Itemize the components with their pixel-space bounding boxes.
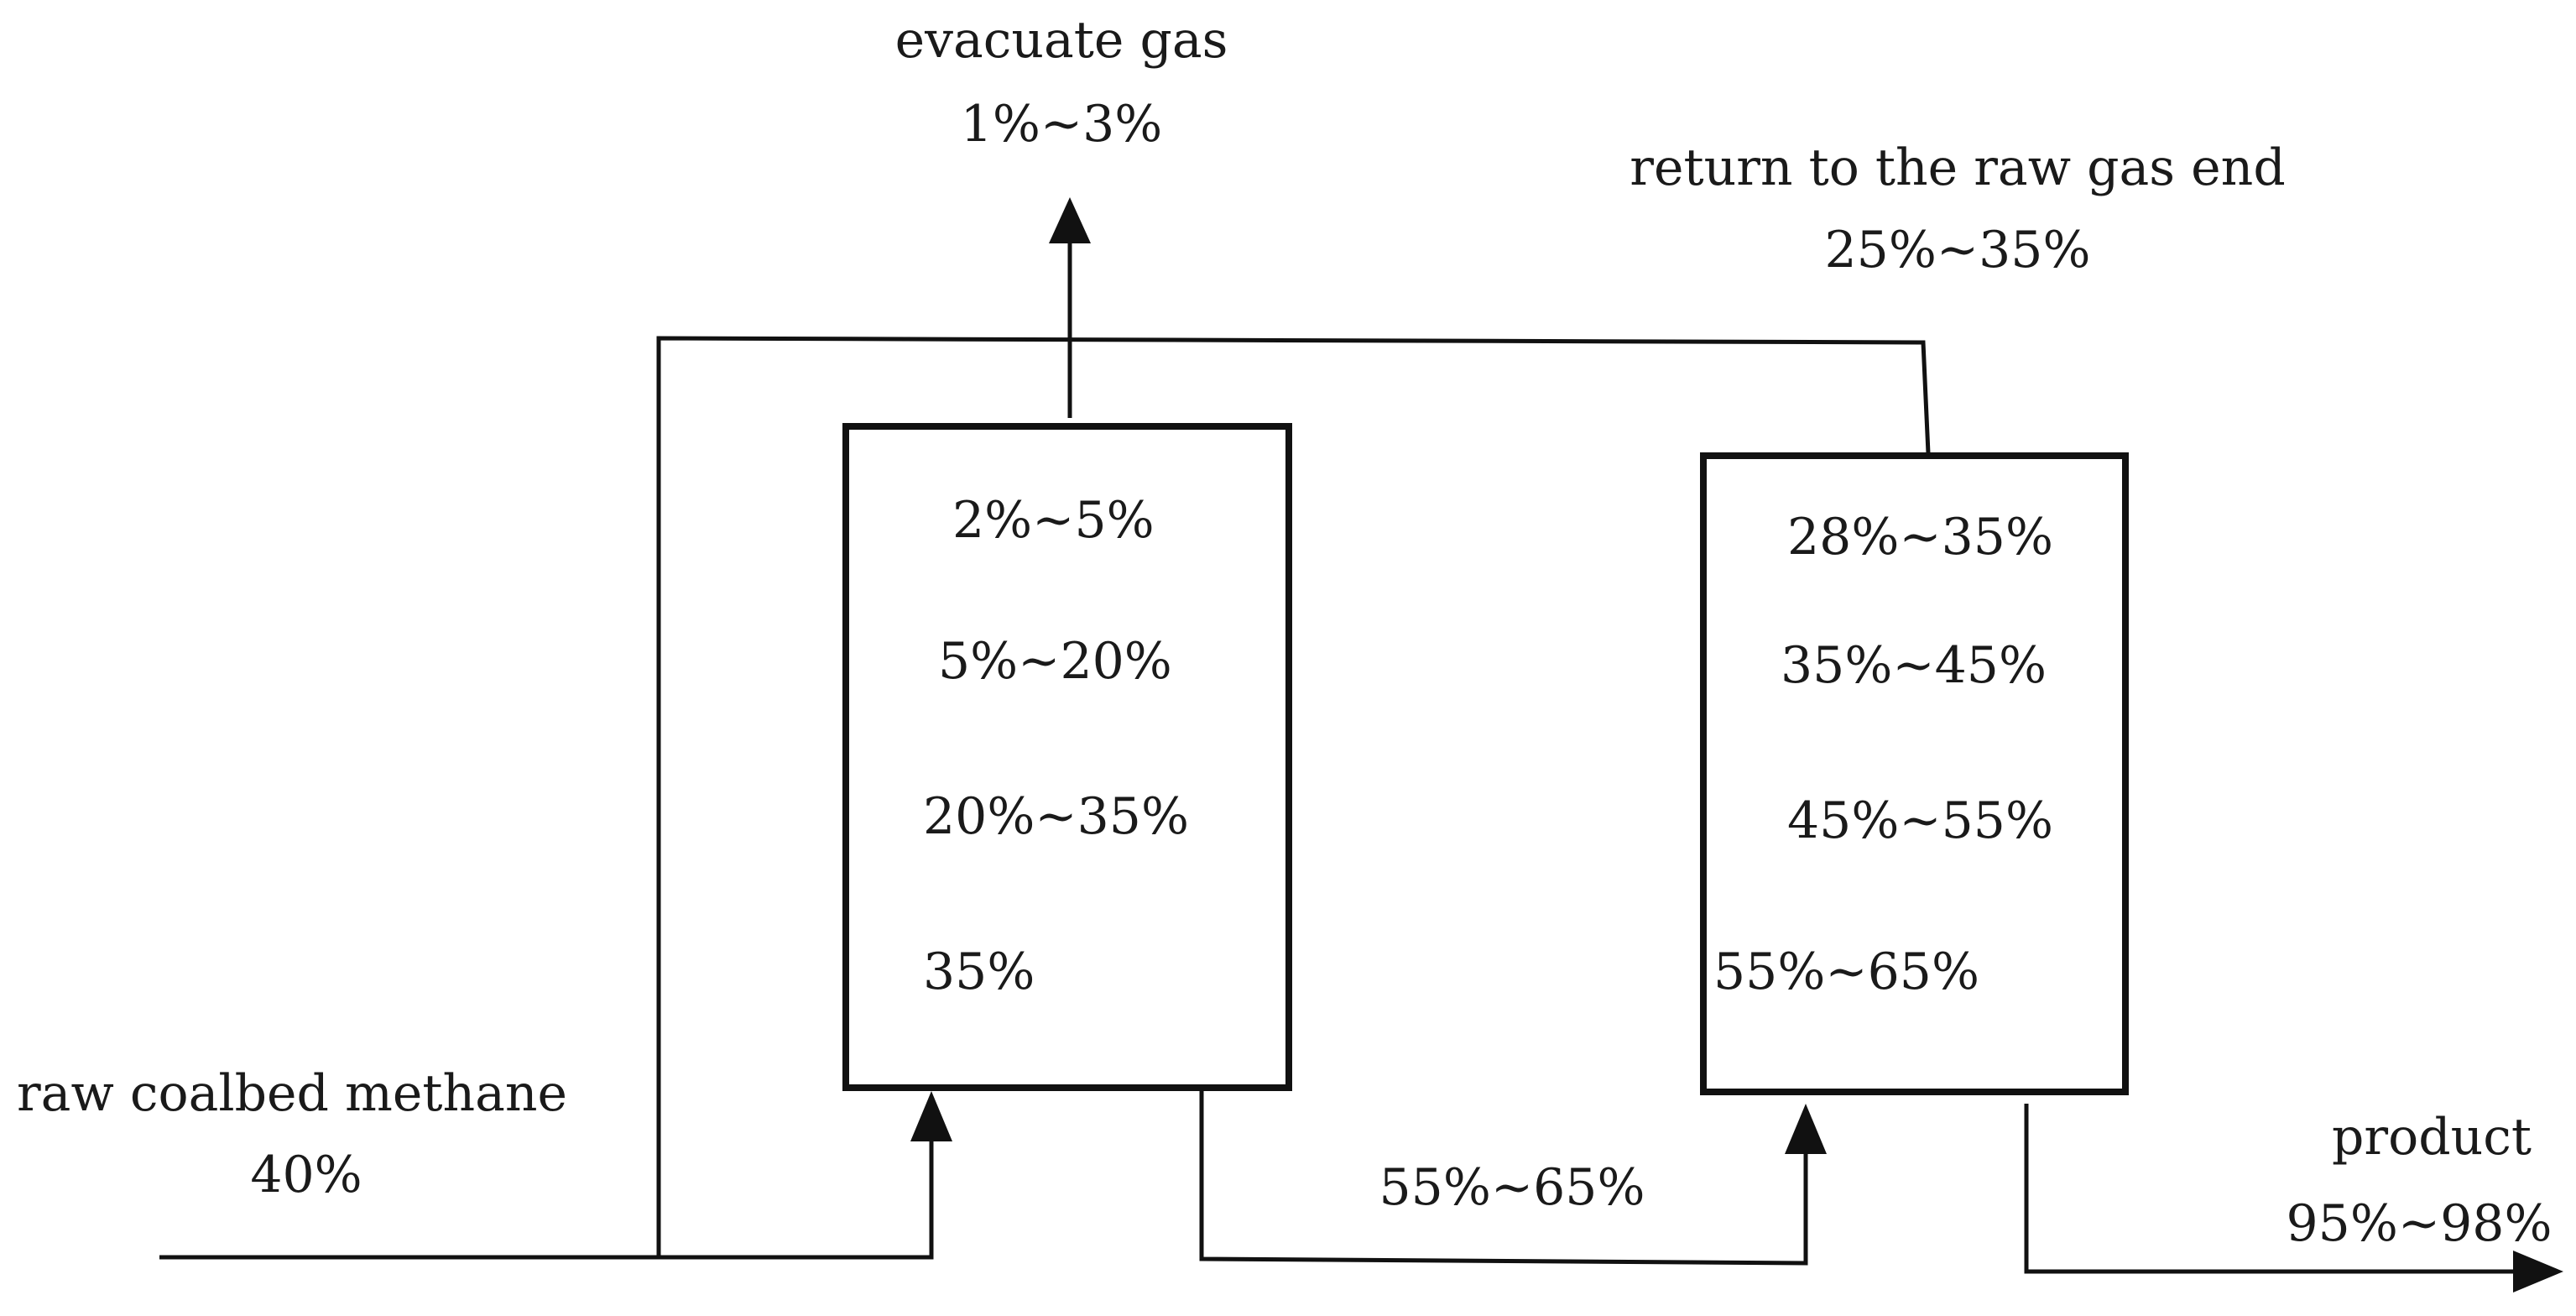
product-label: product	[2332, 1108, 2532, 1167]
column2-zone-3: 45%~55%	[1787, 791, 2053, 850]
feed-line	[159, 1141, 934, 1260]
product-line	[2024, 1104, 2517, 1274]
column2-zone-4: 55%~65%	[1713, 943, 1979, 1001]
feed-arrow-icon	[910, 1091, 952, 1141]
product-concentration: 95%~98%	[2287, 1194, 2553, 1253]
intermediate-concentration: 55%~65%	[1379, 1158, 1645, 1217]
column1-zone-4: 35%	[923, 943, 1035, 1001]
column1-zone-1: 2%~5%	[952, 491, 1155, 550]
evacuate-gas-concentration: 1%~3%	[961, 95, 1163, 154]
intermediate-arrow-icon	[1785, 1104, 1827, 1154]
column1-zone-3: 20%~35%	[923, 787, 1189, 846]
evacuate-arrow-icon	[1049, 197, 1091, 243]
intermediate-line	[1199, 1091, 1808, 1266]
adsorption-column-1	[842, 423, 1292, 1091]
column2-zone-2: 35%~45%	[1781, 636, 2047, 695]
column2-zone-1: 28%~35%	[1787, 508, 2053, 567]
product-arrow-icon	[2513, 1251, 2563, 1292]
feed-concentration: 40%	[250, 1146, 362, 1204]
recycle-line	[656, 336, 1931, 1257]
evacuate-gas-label: evacuate gas	[895, 11, 1228, 70]
feed-label: raw coalbed methane	[17, 1064, 567, 1123]
adsorption-column-2	[1700, 452, 2129, 1095]
recycle-label: return to the raw gas end	[1630, 138, 2285, 197]
recycle-concentration: 25%~35%	[1825, 221, 2091, 279]
column1-zone-2: 5%~20%	[938, 632, 1172, 691]
